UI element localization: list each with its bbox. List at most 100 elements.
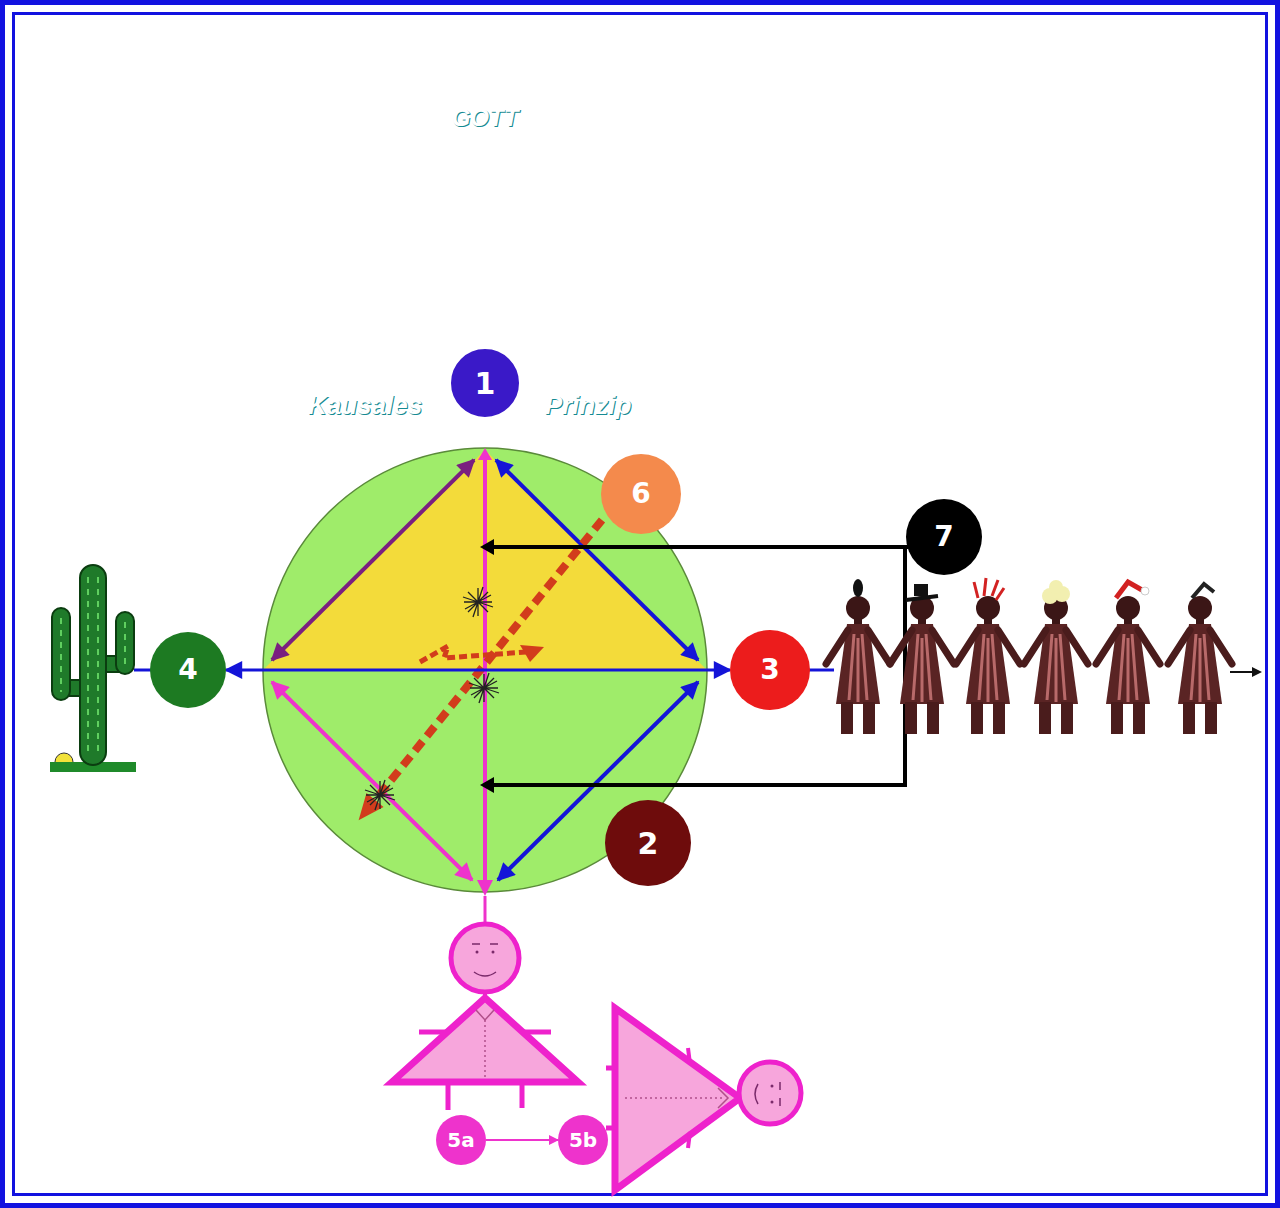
callout-label: 3 xyxy=(760,655,779,686)
callout-circle xyxy=(730,630,810,710)
cause-arrow xyxy=(365,780,395,810)
lying-person xyxy=(779,1082,781,1106)
cause-arrow xyxy=(463,587,493,617)
triangle-shape xyxy=(212,45,762,447)
standing-person xyxy=(476,1010,494,1020)
lying-person xyxy=(606,1008,801,1190)
bracket-lines xyxy=(494,547,908,785)
link-stubs xyxy=(808,669,834,672)
callout-number: 6 xyxy=(601,454,681,534)
principle-text: Kausales xyxy=(308,391,422,420)
relation-arrows xyxy=(478,448,492,460)
lying-person xyxy=(771,1101,774,1104)
om-symbol xyxy=(556,169,570,186)
principle-text: Prinzip xyxy=(545,391,632,420)
om-symbol xyxy=(531,176,549,196)
callout-label: 5b xyxy=(569,1129,597,1151)
people-chain xyxy=(1230,671,1254,673)
people-chain xyxy=(1252,667,1262,677)
people-chain xyxy=(1116,582,1142,598)
people-chain xyxy=(853,579,863,597)
text-holder: Prinzip xyxy=(545,391,632,420)
callout-circle xyxy=(150,632,226,708)
relation-arrows xyxy=(477,880,493,896)
callout-number: 4 xyxy=(150,632,226,708)
bracket-lines xyxy=(480,539,494,555)
om-symbol xyxy=(406,169,570,294)
people-chain xyxy=(914,584,928,596)
callout-label: 5a xyxy=(447,1129,474,1151)
om-symbol xyxy=(406,175,472,212)
people-chain xyxy=(1096,596,1160,734)
lying-person xyxy=(688,1048,690,1148)
standing-person xyxy=(492,951,495,954)
people-chain xyxy=(1192,584,1214,598)
people-chain xyxy=(1049,580,1063,594)
cactus xyxy=(50,565,136,772)
callout-circle xyxy=(605,800,691,886)
cactus xyxy=(80,565,106,765)
people-chain xyxy=(826,596,890,734)
lying-person xyxy=(739,1062,801,1124)
people-chain xyxy=(956,596,1020,734)
standing-person xyxy=(448,1084,522,1110)
callout-circle xyxy=(449,347,521,419)
lying-person xyxy=(615,1008,740,1190)
text-holder: Kausales xyxy=(308,391,422,420)
relation-arrows xyxy=(272,448,698,923)
people-chain xyxy=(974,578,1004,600)
people-chain xyxy=(1141,587,1149,595)
cactus xyxy=(116,612,134,674)
callout-label: 7 xyxy=(934,522,953,553)
people-chain xyxy=(906,596,938,600)
connector-arrow xyxy=(226,669,730,672)
lying-person xyxy=(755,1084,758,1104)
standing-person xyxy=(472,943,498,945)
god-triangle: 1 GOTT Kausales Prinzip xyxy=(212,45,762,447)
people-chain xyxy=(1024,596,1088,734)
text-holder: GOTT xyxy=(452,105,519,131)
cause-arrow xyxy=(375,520,602,800)
page-frame xyxy=(3,3,1278,1206)
callout-number: 2 xyxy=(605,800,691,886)
standing-person xyxy=(451,924,519,992)
page-frame xyxy=(3,3,1278,1206)
people-chain xyxy=(890,596,954,734)
cause-arrow xyxy=(469,673,499,703)
callout-number: 5b xyxy=(558,1115,608,1165)
bracket-lines xyxy=(480,539,908,793)
relation-arrows xyxy=(483,452,487,884)
callout-circle xyxy=(436,1115,486,1165)
lying-person xyxy=(771,1085,774,1088)
lying-person xyxy=(625,1097,725,1099)
standing-person xyxy=(484,1020,486,1078)
callout-label: 2 xyxy=(638,827,659,860)
callout-label: 1 xyxy=(475,367,496,400)
heading-text: GOTT xyxy=(452,105,519,131)
lying-person xyxy=(718,1088,728,1108)
om-symbol xyxy=(409,215,477,294)
people-chain xyxy=(826,578,1262,734)
link-stubs xyxy=(134,669,834,672)
connector-arrow xyxy=(486,1139,558,1141)
link-stubs xyxy=(134,669,152,672)
standing-person xyxy=(392,924,578,1110)
connectors xyxy=(226,670,730,1140)
standing-person xyxy=(476,951,479,954)
standing-person xyxy=(474,972,496,976)
callout-circle xyxy=(601,454,681,534)
callout-circle xyxy=(558,1115,608,1165)
standing-person xyxy=(392,998,578,1082)
cactus xyxy=(61,577,125,755)
om-symbol xyxy=(529,200,567,287)
cause-arrow xyxy=(420,646,526,662)
relation-arrows xyxy=(484,896,487,923)
callout-number: 1 xyxy=(447,345,523,421)
callout-label: 4 xyxy=(178,655,197,686)
callout-number: 7 xyxy=(906,499,982,575)
relation-arrows xyxy=(272,460,474,660)
callout-number: 5a xyxy=(436,1115,486,1165)
